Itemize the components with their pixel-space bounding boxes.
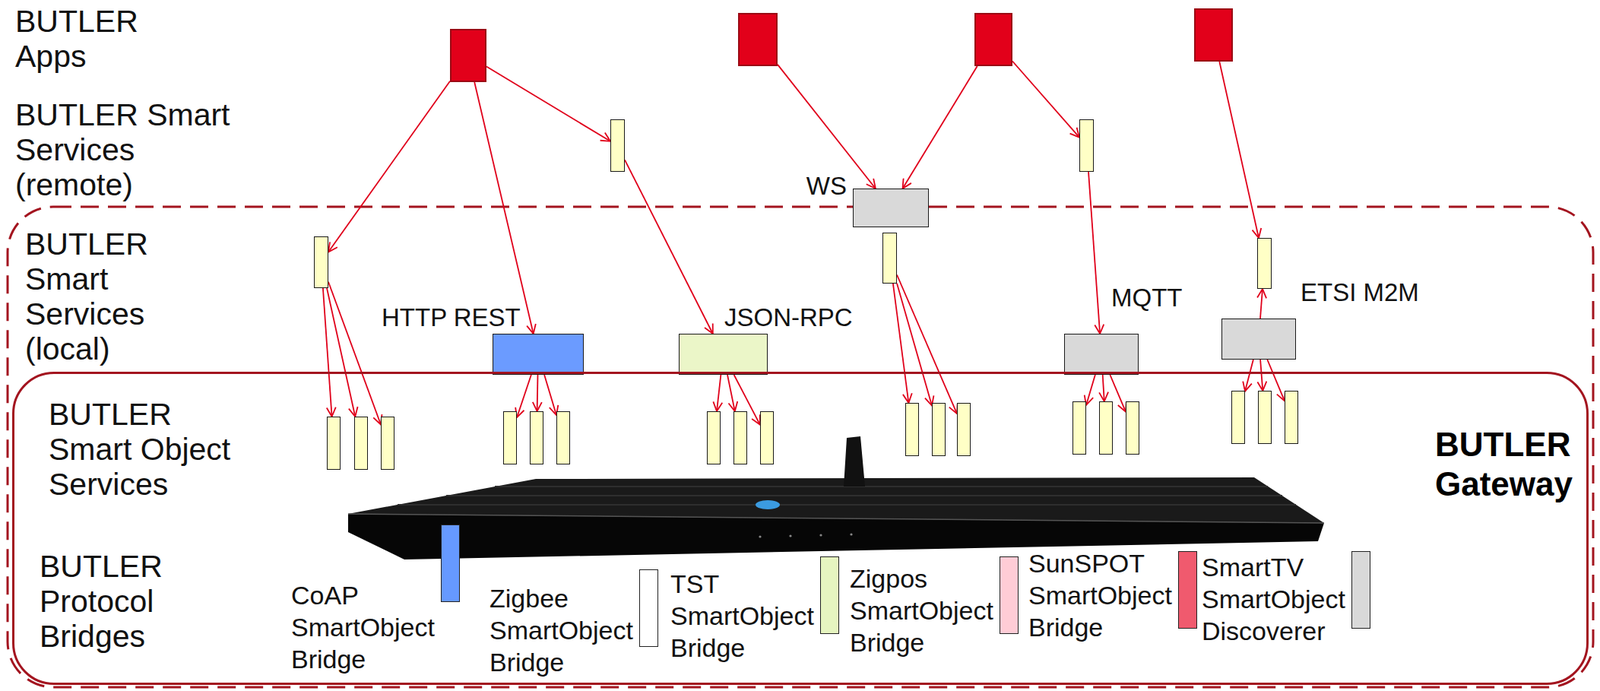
service-box xyxy=(882,232,897,284)
layer-label: BUTLER Smart Services (local) xyxy=(25,226,178,367)
call-arrow xyxy=(727,374,736,412)
service-box xyxy=(905,402,919,457)
router-rib xyxy=(446,494,1283,497)
protocol-box: HTTP REST xyxy=(492,333,584,375)
layer-label: BUTLER Apps xyxy=(15,3,168,74)
call-arrow xyxy=(1260,359,1263,391)
service-box xyxy=(1072,401,1087,455)
router-light xyxy=(849,532,853,536)
app-box xyxy=(738,12,778,67)
router-rib xyxy=(397,503,1296,506)
service-box xyxy=(1125,401,1140,455)
protocol-label: ETSI M2M xyxy=(1298,277,1422,308)
app-box xyxy=(449,28,487,83)
router-rib xyxy=(494,485,1268,488)
bridge-bar xyxy=(1351,551,1371,629)
service-box xyxy=(529,411,544,465)
service-box xyxy=(556,411,571,465)
app-box xyxy=(974,12,1013,67)
call-arrow xyxy=(716,374,721,412)
protocol-bridge: CoAP SmartObject Bridge xyxy=(291,524,460,675)
protocol-box: JSON-RPC xyxy=(678,333,768,375)
bridge-label: Zigbee SmartObject Bridge xyxy=(489,582,635,679)
app-box xyxy=(1194,8,1233,62)
call-arrow xyxy=(544,374,557,416)
router-light xyxy=(819,533,822,536)
router-antenna xyxy=(843,436,865,487)
call-arrow xyxy=(326,288,355,417)
service-box xyxy=(1284,390,1299,444)
bridge-label: CoAP SmartObject Bridge xyxy=(291,579,437,675)
layer-label: BUTLER Smart Object Services xyxy=(48,396,243,502)
call-arrow xyxy=(1102,374,1105,402)
call-arrow xyxy=(328,281,381,425)
call-arrow xyxy=(1086,374,1096,406)
protocol-label: WS xyxy=(804,171,850,202)
call-arrow xyxy=(1088,171,1100,334)
call-arrow xyxy=(474,82,534,334)
service-box xyxy=(1257,390,1272,444)
protocol-bridge: TST SmartObject Bridge xyxy=(670,556,840,664)
bridge-bar xyxy=(1178,551,1198,629)
service-box xyxy=(326,416,341,470)
service-box xyxy=(1079,119,1094,172)
call-arrow xyxy=(777,64,876,189)
call-arrow xyxy=(893,283,910,403)
protocol-bridge: SunSPOT SmartObject Bridge xyxy=(1028,547,1198,644)
service-box xyxy=(733,411,748,465)
protocol-bridge: SmartTV SmartObject Discoverer xyxy=(1201,551,1371,647)
service-box xyxy=(1257,237,1272,289)
service-box xyxy=(706,411,721,465)
local-region-outline xyxy=(7,206,1594,688)
call-arrow xyxy=(536,374,539,412)
layer-label: BUTLER Smart Services (remote) xyxy=(15,97,251,203)
call-arrow xyxy=(1245,359,1254,392)
router-light xyxy=(758,535,761,538)
service-box xyxy=(931,402,946,457)
router-edge xyxy=(348,513,1325,523)
service-box xyxy=(354,416,368,470)
service-box xyxy=(380,416,395,470)
router-logo xyxy=(755,500,780,510)
protocol-box: MQTT xyxy=(1064,333,1139,375)
region-title: BUTLER Gateway xyxy=(1435,424,1588,504)
protocol-label: HTTP REST xyxy=(379,302,523,333)
service-box xyxy=(503,411,517,465)
service-box xyxy=(1231,390,1246,444)
protocol-label: JSON-RPC xyxy=(722,302,856,333)
service-box xyxy=(1099,401,1113,455)
bridge-bar xyxy=(820,556,840,634)
call-arrow xyxy=(486,66,611,142)
bridge-bar xyxy=(999,556,1019,634)
call-arrow xyxy=(1260,288,1263,319)
call-arrow xyxy=(624,159,713,334)
call-arrow xyxy=(902,66,978,189)
router-light xyxy=(788,534,792,537)
protocol-label: MQTT xyxy=(1108,282,1185,314)
gateway-region: BUTLER GatewayCoAP SmartObject Bridge Zig… xyxy=(12,371,1589,685)
service-box xyxy=(313,236,329,289)
protocol-bridge: Zigbee SmartObject Bridge xyxy=(489,569,659,679)
service-box xyxy=(610,119,625,172)
layer-label: BUTLER Protocol Bridges xyxy=(39,548,192,654)
bridge-label: TST SmartObject Bridge xyxy=(670,567,816,664)
bridge-bar xyxy=(440,524,460,602)
service-box xyxy=(760,411,774,465)
call-arrow xyxy=(328,81,450,253)
service-box xyxy=(956,402,971,457)
protocol-bridge: Zigpos SmartObject Bridge xyxy=(849,556,1019,659)
call-arrow xyxy=(896,275,957,415)
call-arrow xyxy=(1012,61,1080,138)
protocol-box: ETSI M2M xyxy=(1221,318,1296,360)
bridge-label: SunSPOT SmartObject Bridge xyxy=(1028,547,1174,644)
call-arrow xyxy=(1219,61,1259,238)
bridge-label: Zigpos SmartObject Bridge xyxy=(849,562,995,659)
protocol-box: WS xyxy=(852,188,929,228)
bridge-bar xyxy=(639,569,659,647)
bridge-label: SmartTV SmartObject Discoverer xyxy=(1201,551,1347,647)
